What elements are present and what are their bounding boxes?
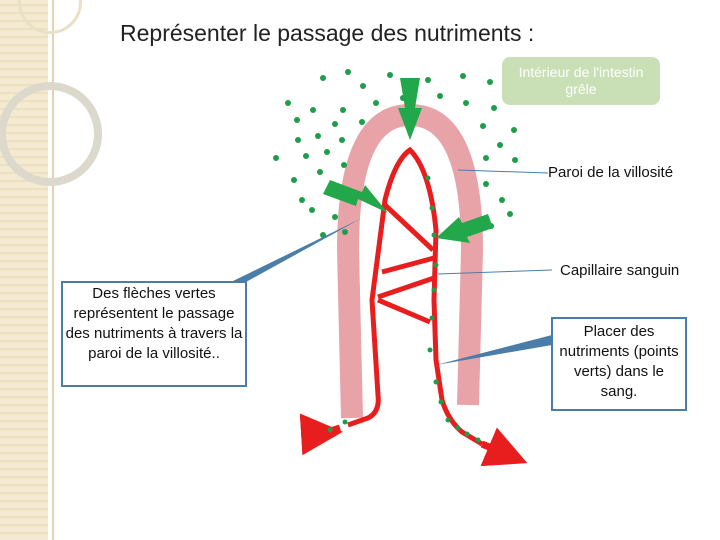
nutrient-dots	[273, 69, 518, 238]
callout-arrows-box	[61, 281, 247, 387]
callout-arrows-pointer	[231, 218, 362, 282]
blood-capillary-label: Capillaire sanguin	[560, 262, 680, 279]
intestine-interior-label: Intérieur de l'intestin grêle	[502, 57, 660, 105]
decorative-ring-small	[0, 82, 102, 186]
place-nutrients-text: Placer des nutriments (points verts) dan…	[559, 323, 679, 400]
villus-wall-label: Paroi de la villosité	[548, 164, 674, 181]
decorative-divider	[52, 0, 54, 540]
callout-nutrients-box	[551, 317, 687, 411]
capillary-nutrient-dots	[327, 175, 481, 443]
leader-capillary	[437, 269, 553, 275]
arrow-right	[436, 214, 493, 243]
green-arrows	[323, 78, 493, 243]
arrows-explanation-text: Des flèches vertes représentent le passa…	[65, 285, 243, 362]
arrow-top	[398, 78, 422, 140]
callout-nutrients-pointer	[436, 335, 552, 365]
slide-title: Représenter le passage des nutriments :	[120, 20, 535, 46]
arrow-left	[323, 180, 388, 213]
leader-villus-wall	[457, 169, 549, 174]
